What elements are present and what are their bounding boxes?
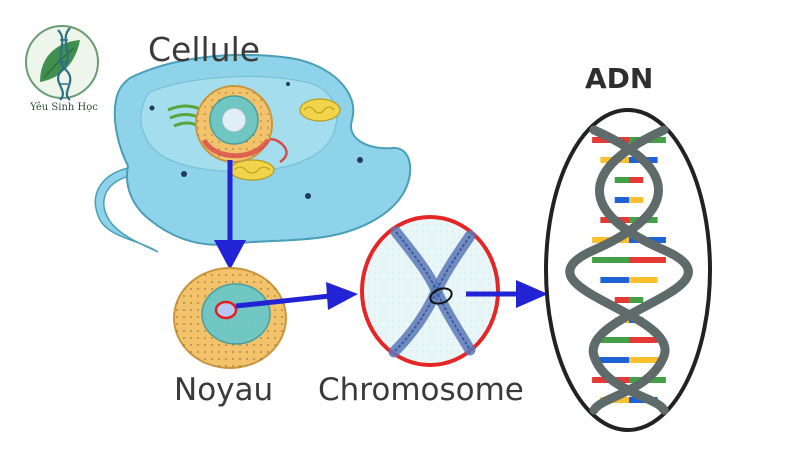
dna-helix-icon bbox=[57, 29, 72, 101]
label-chromosome: Chromosome bbox=[318, 372, 524, 408]
dna-strand bbox=[588, 125, 693, 415]
mitochondrion bbox=[299, 98, 341, 122]
nucleus-illustration bbox=[173, 267, 287, 369]
chromosome-zoom-marker bbox=[429, 287, 453, 305]
nucleolus-highlight bbox=[214, 300, 238, 320]
logo-text: Yêu Sinh Học bbox=[30, 102, 98, 113]
dna-illustration bbox=[544, 108, 712, 432]
label-noyau: Noyau bbox=[174, 372, 274, 408]
label-adn: ADN bbox=[585, 62, 654, 95]
dna-strand bbox=[565, 125, 670, 415]
mitochondrion bbox=[229, 159, 275, 181]
label-cellule: Cellule bbox=[148, 30, 261, 69]
cell-illustration bbox=[94, 53, 412, 253]
arrow-down-icon bbox=[214, 160, 246, 270]
arrow-right-icon bbox=[466, 280, 548, 308]
arrow-right-icon bbox=[235, 282, 358, 310]
chromosome-illustration bbox=[360, 215, 500, 367]
logo bbox=[25, 25, 99, 101]
cell-tail bbox=[94, 167, 159, 253]
